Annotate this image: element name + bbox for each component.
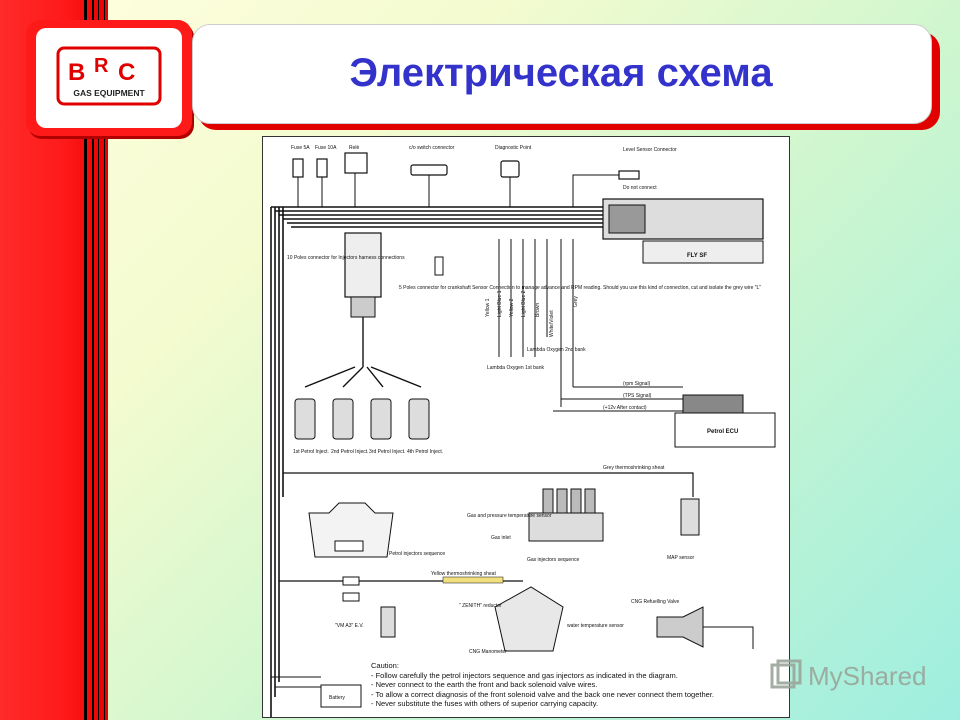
label-battery: Battery — [329, 695, 345, 701]
label-fuse-10a: Fuse 10A — [315, 145, 337, 151]
logo-tagline: GAS EQUIPMENT — [73, 88, 145, 98]
watermark-text: MyShared — [808, 660, 927, 691]
grey-band-label: Grey thermoshrinking sheat — [603, 465, 665, 471]
sidebar-rule — [92, 0, 94, 720]
slide-title: Электрическая схема — [349, 50, 773, 95]
wire-brown: Brown — [535, 303, 541, 317]
logo-letter-r: R — [94, 55, 109, 77]
label-lambda-1: Lambda Oxygen 1st bank — [487, 365, 544, 371]
label-map-sensor: MAP sensor — [667, 555, 694, 561]
ecu-label: FLY SF — [687, 253, 707, 259]
caution-notes: Caution: - Follow carefully the petrol i… — [371, 661, 781, 709]
wiring-diagram-svg: Fuse 5A Fuse 10A Relè c/o switch connect… — [270, 145, 776, 717]
wire-grey: Grey — [573, 296, 579, 307]
label-water-temp: water temperature sensor — [567, 623, 624, 629]
signal-tps: (TPS Signal) — [623, 393, 652, 399]
label-zenith: " ZENITH" reductor — [459, 603, 502, 609]
crankshaft-note: 5 Poles connector for crankshaft Sensor … — [399, 285, 761, 291]
sidebar-rule — [84, 0, 87, 720]
wire-yellow-2: Yellow 2 — [509, 298, 515, 317]
yellow-band-label: Yellow thermoshrinking sheat — [431, 571, 496, 577]
label-do-not-connect: Do not connect — [623, 185, 657, 191]
wire-light-blue-2: Light Blue 2 — [521, 290, 527, 317]
label-level-sensor: Level Sensor Connector — [623, 147, 677, 153]
label-fuse-5a: Fuse 5A — [291, 145, 310, 151]
wiring-diagram: Fuse 5A Fuse 10A Relè c/o switch connect… — [262, 136, 790, 718]
label-gas-injectors-seq: Gas injectors sequence — [527, 557, 579, 563]
caution-line: - Never connect to the earth the front a… — [371, 680, 598, 690]
sidebar-rule — [98, 0, 99, 720]
petrol-injector-1: 1st Petrol Inject. — [293, 449, 329, 455]
brc-logo: B R C GAS EQUIPMENT — [56, 46, 162, 106]
vma3-valve — [380, 606, 396, 638]
petrol-ecu-label: Petrol ECU — [707, 429, 738, 435]
sidebar-rule — [104, 0, 105, 720]
label-harness-connector: 10 Poles connector for Injectors harness… — [287, 255, 405, 261]
signal-rpm: (rpm Signal) — [623, 381, 651, 387]
caution-line: - Never substitute the fuses with others… — [371, 699, 599, 709]
map-sensor — [680, 498, 700, 536]
logo-letter-b: B — [68, 59, 85, 86]
label-diagnostic: Diagnostic Point — [495, 145, 532, 151]
logo-letter-c: C — [118, 59, 135, 86]
label-gas-temp-sensor: Gas and pressure temperature sensor — [467, 513, 552, 519]
petrol-injector-4: 4th Petrol Inject. — [407, 449, 443, 455]
label-gas-inlet: Gas inlet — [491, 535, 511, 541]
watermark: MyShared — [768, 656, 927, 696]
wire-yellow-1: Yellow 1 — [485, 298, 491, 317]
cng-refuel-valve — [656, 606, 704, 648]
signal-plus12: (+12v After contact) — [603, 405, 647, 411]
petrol-injector-3: 3rd Petrol Inject. — [369, 449, 405, 455]
watermark-icon — [770, 659, 802, 689]
label-oc-switch: c/o switch connector — [409, 145, 455, 151]
label-cng-valve: CNG Refuelling Valve — [631, 599, 679, 605]
label-vma3: "VM A3" E.V. — [335, 623, 364, 629]
title-banner — [192, 24, 932, 124]
petrol-injector-2: 2nd Petrol Inject. — [331, 449, 369, 455]
caution-line: Caution: — [371, 661, 399, 670]
battery — [320, 684, 362, 708]
label-cng-manometer: CNG Manometer — [469, 649, 507, 655]
wire-light-blue-1: Light Blue 1 — [497, 290, 503, 317]
caution-line: - To allow a correct diagnosis of the fr… — [371, 689, 714, 699]
label-lambda-2: Lambda Oxygen 2nd bank — [527, 347, 586, 353]
ten-pole-connector — [344, 232, 382, 298]
petrol-ecu-connector — [682, 394, 744, 416]
caution-line: - Follow carefully the petrol injectors … — [371, 670, 678, 680]
wire-white-violet: White/Violet — [549, 310, 555, 337]
label-relay: Relè — [349, 145, 360, 151]
zenith-reductor — [494, 586, 564, 652]
label-petrol-injectors-seq: Petrol injectors sequence — [389, 551, 445, 557]
engine-outline — [308, 502, 394, 558]
